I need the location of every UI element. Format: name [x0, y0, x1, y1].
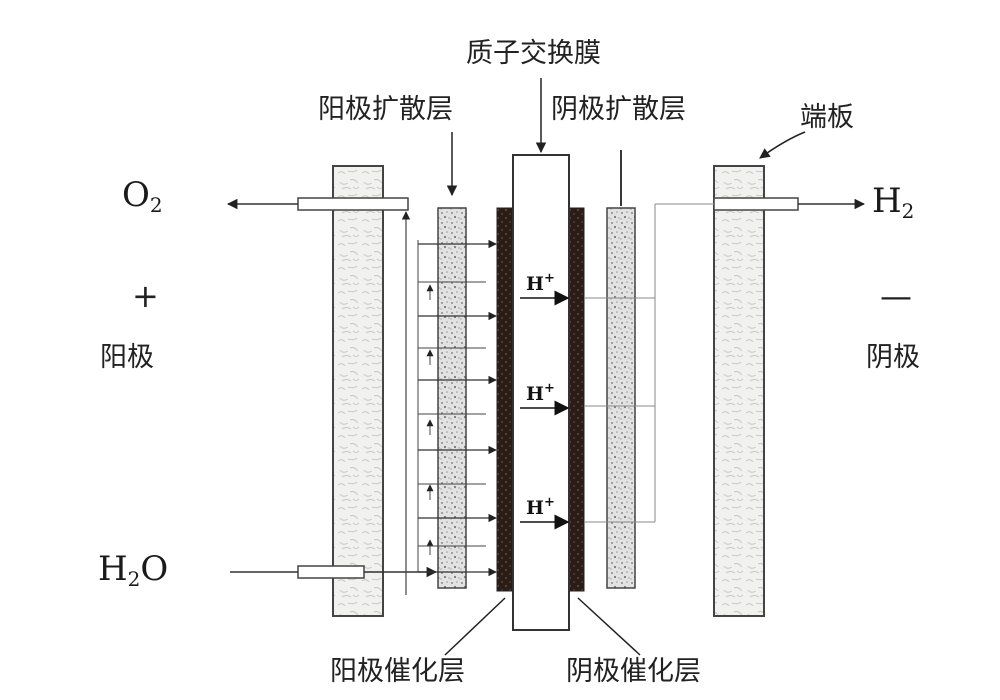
anode-gas-up-arrows — [418, 281, 486, 555]
cathode-diffusion-label: 阴极扩散层 — [551, 94, 686, 125]
anode-catalyst-label: 阳极催化层 — [330, 656, 465, 687]
proton-label-1: H+ — [526, 271, 555, 295]
anode-label: 阳极 — [100, 342, 154, 373]
cathode-diffusion-layer — [606, 207, 636, 589]
cathode-sign: — — [880, 277, 912, 315]
o2-outlet-pipe — [297, 197, 409, 211]
anode-catalyst-pointer — [444, 597, 506, 656]
h2o-inlet-pipe — [297, 565, 365, 579]
h2o-formula: H2O — [98, 549, 169, 591]
cathode-catalyst-pointer — [577, 597, 641, 656]
proton-label-2: H+ — [526, 381, 555, 405]
anode-diffusion-layer — [437, 207, 467, 589]
proton-label-3: H+ — [526, 495, 555, 519]
cathode-catalyst-label: 阴极催化层 — [566, 656, 701, 687]
anode-sign: + — [132, 277, 159, 315]
anode-catalyst-layer — [496, 207, 515, 592]
cathode-label: 阴极 — [866, 342, 920, 373]
end-plate-label: 端板 — [800, 102, 854, 133]
h2-outlet-pipe — [713, 197, 799, 211]
proton-exchange-membrane — [512, 154, 570, 631]
cathode-end-plate — [713, 165, 765, 617]
proton-arrows — [520, 290, 570, 530]
membrane-label: 质子交换膜 — [466, 38, 601, 69]
anode-end-plate — [332, 165, 384, 617]
anode-diffusion-label: 阳极扩散层 — [318, 94, 453, 125]
o2-formula: O2 — [122, 175, 163, 217]
anode-feed-arrows — [418, 239, 497, 577]
h2-formula: H2 — [872, 181, 915, 223]
end-plate-pointer — [759, 131, 806, 159]
cathode-collector-lines — [584, 203, 714, 523]
